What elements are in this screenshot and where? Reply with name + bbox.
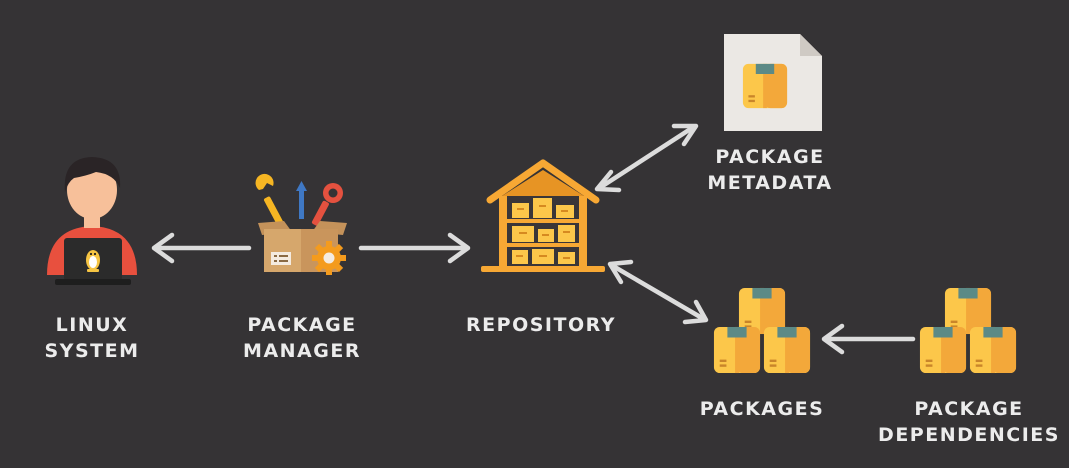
- label-package-manager: PACKAGE MANAGER: [232, 312, 372, 364]
- label-package-dependencies-line1: PACKAGE: [914, 398, 1024, 420]
- label-package-metadata-line1: PACKAGE: [715, 146, 825, 168]
- label-repository-line1: REPOSITORY: [466, 314, 616, 336]
- label-package-dependencies-line2: DEPENDENCIES: [878, 424, 1060, 446]
- label-package-dependencies: PACKAGE DEPENDENCIES: [874, 396, 1064, 448]
- spanner-icon: [311, 183, 343, 226]
- toolbox-with-gear-icon: [255, 173, 347, 275]
- label-linux-system-line1: LINUX: [55, 314, 129, 336]
- edge-dependencies-to-packages: [821, 323, 916, 355]
- label-package-manager-line2: MANAGER: [243, 340, 361, 362]
- label-repository: REPOSITORY: [456, 312, 626, 338]
- edge-repository-metadata: [594, 123, 699, 193]
- edge-manager-to-linux: [151, 232, 252, 264]
- packages-box-stack-icon: [713, 287, 811, 374]
- tux-logo-icon: [86, 250, 100, 272]
- label-linux-system: LINUX SYSTEM: [32, 312, 152, 364]
- warehouse-icon: [481, 159, 605, 272]
- label-package-metadata-line2: METADATA: [707, 172, 833, 194]
- label-linux-system-line2: SYSTEM: [44, 340, 140, 362]
- gear-icon: [312, 241, 346, 275]
- dependencies-box-stack-icon: [919, 287, 1017, 374]
- label-package-metadata: PACKAGE METADATA: [690, 144, 850, 196]
- label-packages-line1: PACKAGES: [699, 398, 825, 420]
- screwdriver-icon: [296, 181, 307, 219]
- label-packages: PACKAGES: [682, 396, 842, 422]
- edge-repository-packages: [607, 259, 709, 325]
- document-with-box-icon: [724, 34, 822, 131]
- wrench-icon: [255, 173, 283, 225]
- label-package-manager-line1: PACKAGE: [247, 314, 357, 336]
- user-with-laptop-icon: [47, 157, 137, 285]
- edge-manager-to-repository: [358, 232, 471, 264]
